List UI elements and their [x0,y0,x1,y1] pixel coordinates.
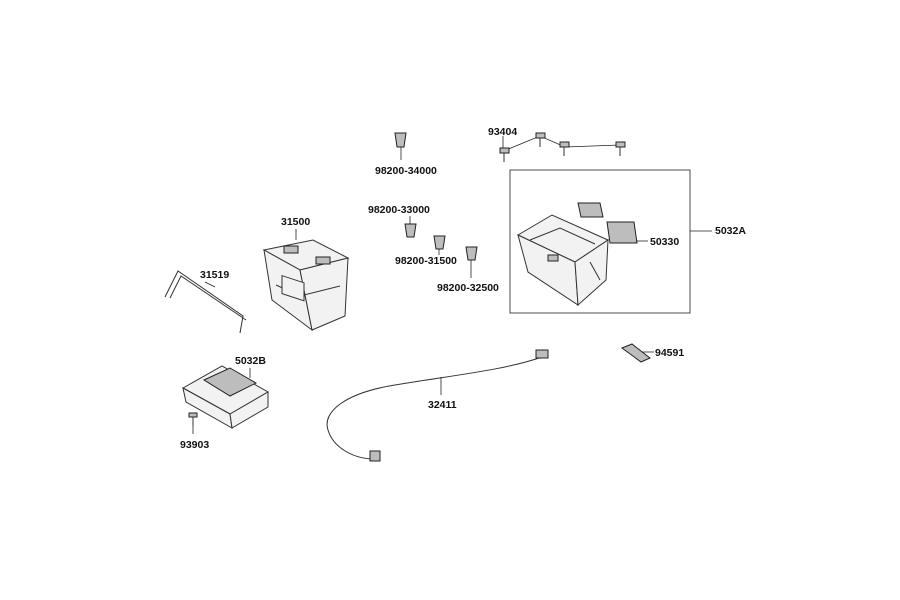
label-31519[interactable]: 31519 [200,269,229,281]
terminal-cap-31500[interactable] [433,235,446,255]
screw-icon [188,412,198,426]
label-94591[interactable]: 94591 [655,347,684,359]
battery-box-frame [509,169,691,314]
screw-icon [499,147,510,162]
battery-strap[interactable] [164,270,247,334]
terminal-cap-32500[interactable] [465,246,478,278]
label-98200-34000[interactable]: 98200-34000 [375,165,437,177]
label-5032B[interactable]: 5032B [235,355,266,367]
screw-set-93404[interactable] [499,132,626,162]
label-93903[interactable]: 93903 [180,439,209,451]
battery-cable[interactable] [326,349,549,462]
label-93404[interactable]: 93404 [488,126,517,138]
label-5032A[interactable]: 5032A [715,225,746,237]
label-32411[interactable]: 32411 [428,399,457,411]
terminal-cap-33000[interactable] [404,216,417,238]
screw-icon [615,141,626,156]
screw-icon [559,141,570,156]
label-98200-32500[interactable]: 98200-32500 [437,282,499,294]
screw-icon [535,132,546,147]
label-31500[interactable]: 31500 [281,216,310,228]
screw-93903[interactable] [188,412,198,434]
label-50330[interactable]: 50330 [650,236,679,248]
battery[interactable] [262,239,350,332]
battery-tray[interactable] [516,214,610,307]
battery-cover[interactable] [181,365,270,429]
terminal-cap-34000[interactable] [394,132,407,160]
clip-94591[interactable] [620,343,651,363]
rubber-pads-50330[interactable] [577,202,638,244]
label-98200-33000[interactable]: 98200-33000 [368,204,430,216]
label-98200-31500[interactable]: 98200-31500 [395,255,457,267]
